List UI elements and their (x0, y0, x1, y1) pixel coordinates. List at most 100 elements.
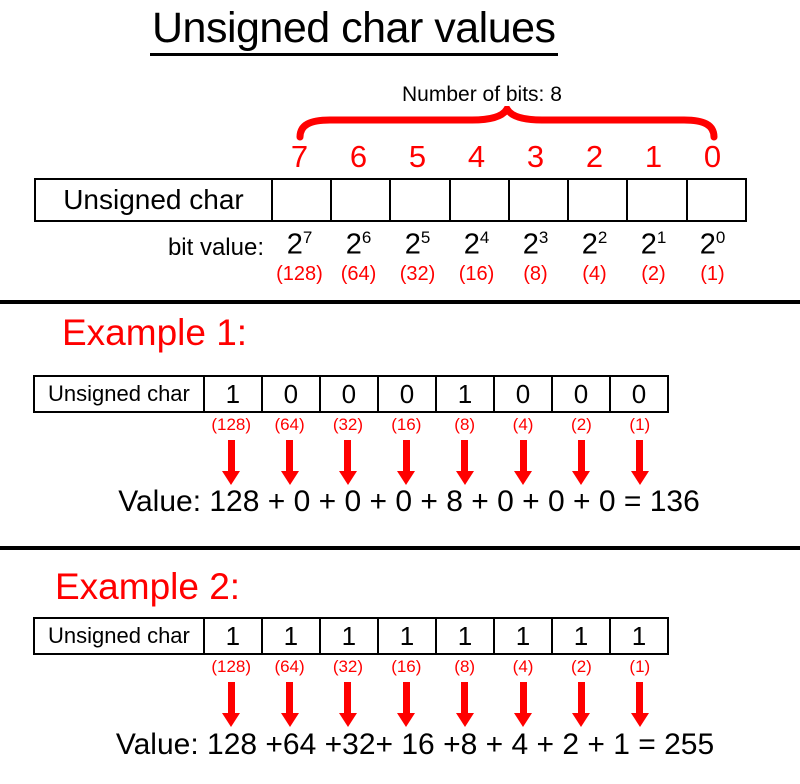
down-arrow-icon (377, 440, 435, 471)
bit-cell: 1 (202, 377, 261, 411)
down-arrow-icon (260, 682, 318, 713)
paren-value: (16) (458, 263, 495, 285)
down-arrow-icon (494, 682, 552, 713)
bit-cell (685, 180, 745, 220)
number-of-bits-label: Number of bits: 8 (402, 83, 562, 106)
paren-value: (128) (276, 263, 323, 285)
bit-cell: 0 (376, 377, 435, 411)
paren-values-row: (128) (64) (32) (16) (8) (4) (2) (1) (270, 263, 742, 286)
bit-cell: 1 (260, 619, 319, 653)
bit-cell: 1 (434, 377, 493, 411)
paren-value: (64) (340, 263, 377, 285)
down-arrow-icon (260, 440, 318, 471)
bit-position-row: 7 6 5 4 3 2 1 0 (270, 139, 742, 175)
overview-byte-table: Unsigned char (34, 178, 747, 222)
power-of-two: 26 (345, 228, 372, 261)
paren-value: (8) (454, 657, 476, 676)
down-arrow-icon (319, 682, 377, 713)
paren-value: (1) (629, 415, 651, 434)
paren-values-row: (128) (64) (32) (16) (8) (4) (2) (1) (202, 657, 669, 677)
page-title: Unsigned char values (150, 4, 558, 56)
power-of-two: 22 (581, 228, 608, 261)
example2-value-line: Value: 128 +64 +32+ 16 +8 + 4 + 2 + 1 = … (115, 728, 715, 761)
paren-value: (1) (629, 657, 651, 676)
bit-cell (270, 180, 330, 220)
power-of-two: 25 (404, 228, 431, 261)
example2-heading: Example 2: (55, 566, 241, 607)
example2-byte-table: Unsigned char 1 1 1 1 1 1 1 1 (33, 617, 669, 655)
down-arrow-icon (494, 440, 552, 471)
bit-position-label: 6 (349, 139, 368, 174)
example1-value-line: Value: 128 + 0 + 0 + 0 + 8 + 0 + 0 + 0 =… (118, 485, 700, 518)
down-arrow-icon (611, 682, 669, 713)
bit-cell: 0 (318, 377, 377, 411)
bit-cell (567, 180, 626, 220)
down-arrow-icon (377, 682, 435, 713)
paren-value: (32) (332, 415, 364, 434)
down-arrow-icon (436, 440, 494, 471)
row-label: Unsigned char (48, 623, 190, 648)
bit-cell: 1 (318, 619, 377, 653)
paren-value: (2) (571, 657, 592, 676)
bit-cell: 1 (434, 619, 493, 653)
paren-values-row: (128) (64) (32) (16) (8) (4) (2) (1) (202, 415, 669, 435)
page-title-text: Unsigned char values (150, 4, 558, 56)
bit-cell: 1 (202, 619, 261, 653)
bit-position-label: 0 (703, 139, 722, 174)
arrow-row (202, 682, 669, 713)
bit-cell: 0 (260, 377, 319, 411)
paren-value: (64) (274, 415, 305, 434)
bit-value-label: bit value: (167, 234, 264, 261)
down-arrow-icon (202, 440, 260, 471)
down-arrow-icon (319, 440, 377, 471)
paren-value: (128) (211, 415, 252, 434)
bit-cell: 1 (376, 619, 435, 653)
bit-cell: 0 (492, 377, 551, 411)
down-arrow-icon (552, 682, 610, 713)
section-divider (0, 300, 800, 304)
bit-position-label: 1 (644, 139, 663, 174)
down-arrow-icon (611, 440, 669, 471)
bit-cell (448, 180, 508, 220)
bit-cell: 1 (608, 619, 667, 653)
bit-cell (389, 180, 448, 220)
bit-cell (507, 180, 567, 220)
paren-value: (64) (274, 657, 305, 676)
bit-position-label: 4 (467, 139, 486, 174)
down-arrow-icon (202, 682, 260, 713)
bit-position-label: 5 (408, 139, 427, 174)
bit-cell: 0 (550, 377, 609, 411)
bit-cell: 1 (550, 619, 609, 653)
down-arrow-icon (436, 682, 494, 713)
power-of-two: 24 (463, 228, 490, 261)
paren-value: (4) (582, 263, 607, 285)
paren-value: (2) (571, 415, 592, 434)
paren-value: (16) (391, 657, 422, 676)
paren-value: (128) (211, 657, 252, 676)
down-arrow-icon (552, 440, 610, 471)
example1-heading: Example 1: (62, 312, 248, 353)
section-divider (0, 546, 800, 550)
paren-value: (32) (332, 657, 364, 676)
power-of-two: 23 (522, 228, 549, 261)
paren-value: (8) (523, 263, 548, 285)
paren-value: (1) (700, 263, 725, 285)
arrow-row (202, 440, 669, 471)
paren-value: (4) (512, 415, 534, 434)
bit-position-label: 2 (585, 139, 604, 174)
power-of-two: 21 (640, 228, 667, 261)
curly-brace-icon (296, 106, 718, 141)
paren-value: (16) (391, 415, 422, 434)
bit-position-label: 3 (526, 139, 545, 174)
bit-cell: 1 (492, 619, 551, 653)
bit-position-label: 7 (290, 139, 309, 174)
paren-value: (4) (512, 657, 534, 676)
power-of-two: 27 (286, 228, 313, 261)
example1-byte-table: Unsigned char 1 0 0 0 1 0 0 0 (33, 375, 669, 413)
bit-cell (330, 180, 389, 220)
bit-cell: 0 (608, 377, 667, 411)
power-of-two: 20 (699, 228, 726, 261)
paren-value: (8) (454, 415, 476, 434)
row-label: Unsigned char (48, 381, 190, 406)
